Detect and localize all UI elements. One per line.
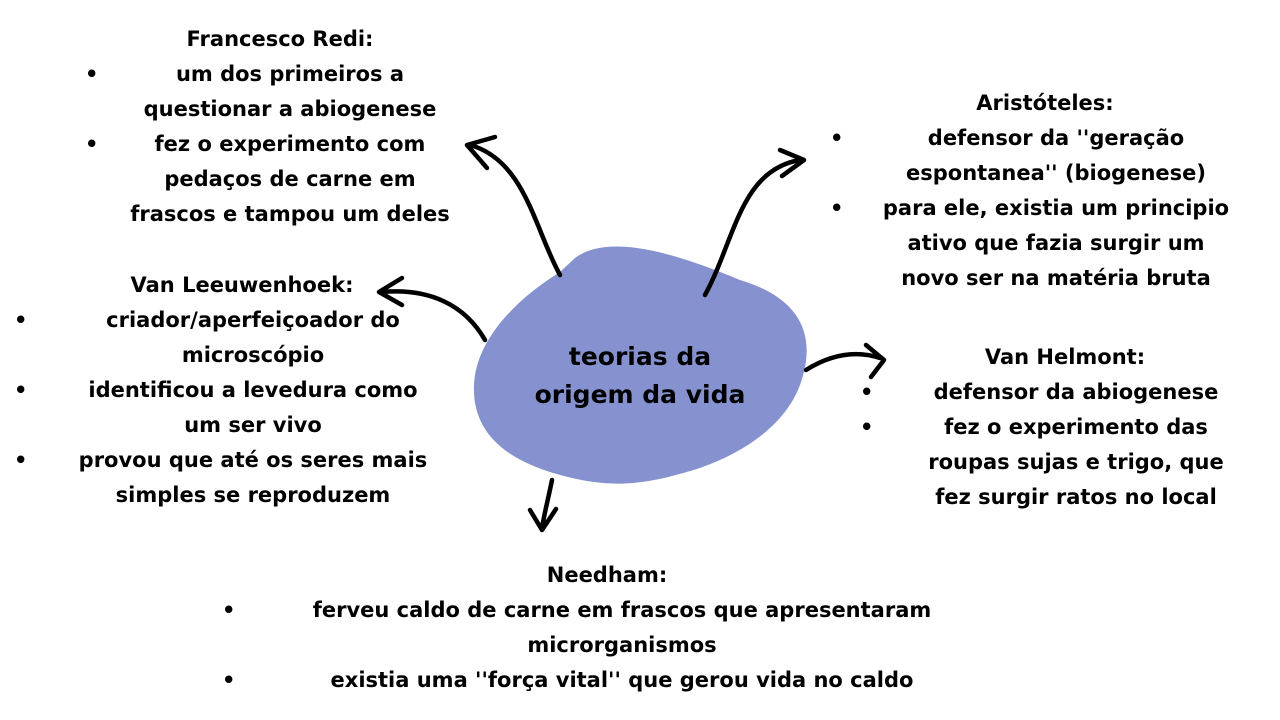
arrowhead-leeuwenhoek xyxy=(376,275,405,308)
redi-title: Francesco Redi: xyxy=(186,27,374,51)
center-title: teorias da origem da vida xyxy=(500,338,780,414)
bullet-dot: • xyxy=(14,448,28,472)
bullet-item: • provou que até os seres mais simples se … xyxy=(14,443,470,513)
bullet-line: ferveu caldo de carne em frascos que apr… xyxy=(312,598,932,622)
bullet-line: microscópio xyxy=(181,343,325,367)
bullet-item: • um dos primeiros a questionar a abiogene… xyxy=(85,57,475,127)
bullet-dot: • xyxy=(860,415,874,439)
bullet-dot: • xyxy=(14,308,28,332)
arrowhead-helmont xyxy=(863,342,887,380)
bullet-line: roupas sujas e trigo, que xyxy=(928,450,1224,474)
bullet-dot: • xyxy=(222,668,236,692)
arrow-to-aristoteles xyxy=(702,157,803,298)
bullet-line: provou que até os seres mais xyxy=(78,448,428,472)
center-blob xyxy=(473,246,807,484)
bullet-item: • defensor da abiogenese xyxy=(860,375,1270,410)
arrowhead-aristoteles xyxy=(777,147,807,179)
aristoteles-group: Aristóteles: • defensor da ''geração espon… xyxy=(830,86,1260,296)
needham-group: Needham: • ferveu caldo de carne em frasc… xyxy=(222,558,992,698)
bullet-line: fez o experimento com xyxy=(154,132,426,156)
bullet-line: defensor da ''geração xyxy=(927,126,1185,150)
bullet-item: • criador/aperfeiçoador do microscópio xyxy=(14,303,470,373)
center-title-line2: origem da vida xyxy=(534,380,746,409)
aristoteles-title: Aristóteles: xyxy=(976,91,1114,115)
arrowhead-needham xyxy=(527,506,559,533)
redi-group: Francesco Redi: • um dos primeiros a quest… xyxy=(85,22,475,232)
bullet-item: • fez o experimento das roupas sujas e tri… xyxy=(860,410,1270,515)
bullet-dot: • xyxy=(222,598,236,622)
arrow-to-helmont xyxy=(803,351,883,373)
bullet-line: criador/aperfeiçoador do xyxy=(106,308,400,332)
bullet-dot: • xyxy=(85,132,99,156)
bullet-line: defensor da abiogenese xyxy=(933,380,1219,404)
bullet-item: • existia uma ''força vital'' que gerou v… xyxy=(222,663,992,698)
needham-title: Needham: xyxy=(546,563,668,587)
arrow-to-redi xyxy=(467,142,563,278)
leeuwenhoek-group: Van Leeuwenhoek: • criador/aperfeiçoador … xyxy=(14,268,470,513)
helmont-title: Van Helmont: xyxy=(984,345,1146,369)
arrowhead-redi xyxy=(464,134,498,171)
bullet-line: novo ser na matéria bruta xyxy=(901,266,1211,290)
bullet-item: • fez o experimento com pedaços de carne e… xyxy=(85,127,475,232)
bullet-dot: • xyxy=(14,378,28,402)
bullet-line: para ele, existia um principio xyxy=(882,196,1230,220)
arrow-to-needham xyxy=(539,477,555,531)
bullet-line: simples se reproduzem xyxy=(115,483,391,507)
bullet-line: questionar a abiogenese xyxy=(143,97,437,121)
bullet-line: um ser vivo xyxy=(184,413,322,437)
bullet-line: fez o experimento das xyxy=(944,415,1208,439)
bullet-dot: • xyxy=(860,380,874,404)
bullet-line: ativo que fazia surgir um xyxy=(907,231,1205,255)
arrow-to-leeuwenhoek xyxy=(379,289,488,343)
center-title-line1: teorias da xyxy=(568,342,712,371)
bullet-item: • ferveu caldo de carne em frascos que ap… xyxy=(222,593,992,663)
bullet-dot: • xyxy=(830,126,844,150)
bullet-line: pedaços de carne em xyxy=(164,167,416,191)
bullet-line: microrganismos xyxy=(527,633,717,657)
bullet-line: espontanea'' (biogenese) xyxy=(906,161,1206,185)
bullet-line: identificou a levedura como xyxy=(88,378,418,402)
bullet-dot: • xyxy=(85,62,99,86)
bullet-dot: • xyxy=(830,196,844,220)
bullet-line: frascos e tampou um deles xyxy=(130,202,450,226)
bullet-line: existia uma ''força vital'' que gerou vi… xyxy=(330,668,914,692)
bullet-line: fez surgir ratos no local xyxy=(935,485,1217,509)
helmont-group: Van Helmont: • defensor da abiogenese • fez… xyxy=(860,340,1270,515)
leeuwenhoek-title: Van Leeuwenhoek: xyxy=(130,273,354,297)
bullet-item: • identificou a levedura como um ser vivo xyxy=(14,373,470,443)
bullet-item: • defensor da ''geração espontanea'' (biog… xyxy=(830,121,1260,191)
bullet-line: um dos primeiros a xyxy=(175,62,405,86)
bullet-item: • para ele, existia um principio ativo que… xyxy=(830,191,1260,296)
